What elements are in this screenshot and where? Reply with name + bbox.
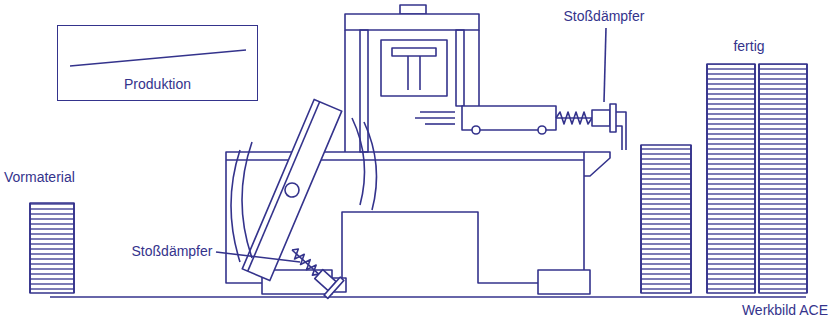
press-head-part (381, 40, 447, 96)
carriage-part (538, 126, 546, 134)
shock-absorber (284, 241, 344, 298)
motion-arc-part (364, 122, 377, 210)
press-head-part (400, 5, 426, 14)
leader-line-part (216, 252, 300, 262)
finished-stack-part (754, 64, 756, 293)
press-head-part (344, 30, 346, 152)
machine-body-part (584, 152, 610, 176)
stack-label: fertig (733, 38, 764, 54)
press-head-part (392, 48, 436, 56)
tilting-arm (242, 99, 342, 280)
machine-body-part (538, 270, 590, 294)
stack-label: Vormaterial (4, 169, 75, 185)
raw-stack-part (29, 203, 31, 293)
motion-arc-part (415, 117, 455, 119)
leader-line (216, 28, 606, 262)
finished-stack-part (690, 145, 692, 293)
motion-arc-part (352, 118, 365, 205)
chart-line (70, 50, 246, 66)
press-head-part (360, 30, 368, 152)
tilting-arm-part (283, 181, 301, 199)
leader-line-part (604, 28, 606, 102)
carriage-part (472, 126, 480, 134)
motion-arc-part (231, 150, 240, 262)
press-head-part (478, 30, 480, 106)
finished-stack-part (706, 64, 708, 293)
finished-stack-part (640, 145, 642, 293)
raw-stack-part (30, 203, 74, 293)
credit-note: Werkbild ACE (742, 302, 828, 318)
shock-absorber-part (592, 110, 610, 126)
finished-stack-part (758, 64, 760, 293)
chart-frame: Produktion (57, 25, 258, 101)
motion-arc-part (242, 142, 252, 258)
raw-stack-part (73, 203, 75, 293)
ground-line (50, 296, 806, 298)
part-name: Stoßdämpfer (132, 243, 213, 259)
part-name: Stoßdämpfer (564, 8, 645, 24)
finished-stack-part (707, 64, 755, 293)
finished-stack (641, 64, 807, 293)
machine-body-part (226, 159, 584, 161)
carriage (462, 106, 556, 134)
chart-line-part (70, 50, 246, 66)
finished-stack-part (759, 64, 807, 293)
shock-absorber-part (616, 112, 626, 150)
motion-arc (231, 112, 455, 262)
finished-stack-part (806, 64, 808, 293)
frame-caption: Produktion (124, 76, 191, 92)
tilting-arm-part (242, 99, 342, 280)
press-head-part (345, 14, 479, 30)
tilting-arm-part (248, 102, 320, 271)
ground-line-part (50, 296, 806, 298)
shock-absorber-part (556, 112, 592, 124)
motion-arc-part (425, 123, 455, 125)
press-head-part (419, 56, 421, 90)
press-head-part (456, 30, 464, 106)
shock-absorber (556, 104, 626, 150)
shock-absorber-part (610, 104, 616, 132)
shock-absorber-part (556, 117, 592, 119)
shock-absorber-part (324, 277, 344, 298)
press-head-part (407, 56, 409, 90)
raw-stack (30, 203, 74, 293)
press-head (345, 5, 479, 152)
motion-arc-part (420, 111, 455, 113)
finished-stack-part (641, 145, 691, 293)
